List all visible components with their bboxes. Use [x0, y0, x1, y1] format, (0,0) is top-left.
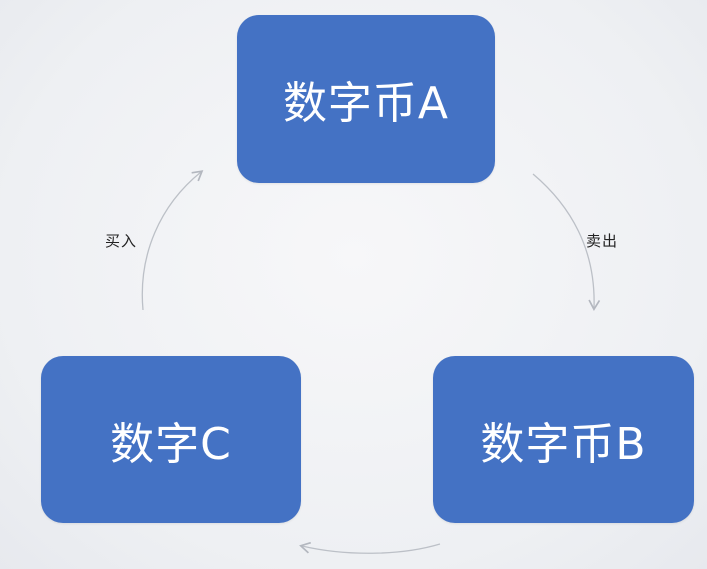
node-coin-c: 数字C [41, 356, 301, 523]
node-coin-a-label: 数字币A [282, 78, 450, 129]
arrow-a-to-b [532, 173, 601, 312]
node-coin-c-label: 数字C [110, 418, 232, 470]
node-coin-b-label: 数字币B [480, 418, 647, 470]
arrow-b-to-c [299, 541, 441, 554]
node-coin-b: 数字币B [433, 356, 694, 523]
node-coin-a: 数字币A [237, 15, 495, 183]
edge-label-buy: 买入 [105, 232, 138, 250]
edge-label-sell: 卖出 [586, 232, 619, 250]
arrow-c-to-a [141, 170, 204, 311]
